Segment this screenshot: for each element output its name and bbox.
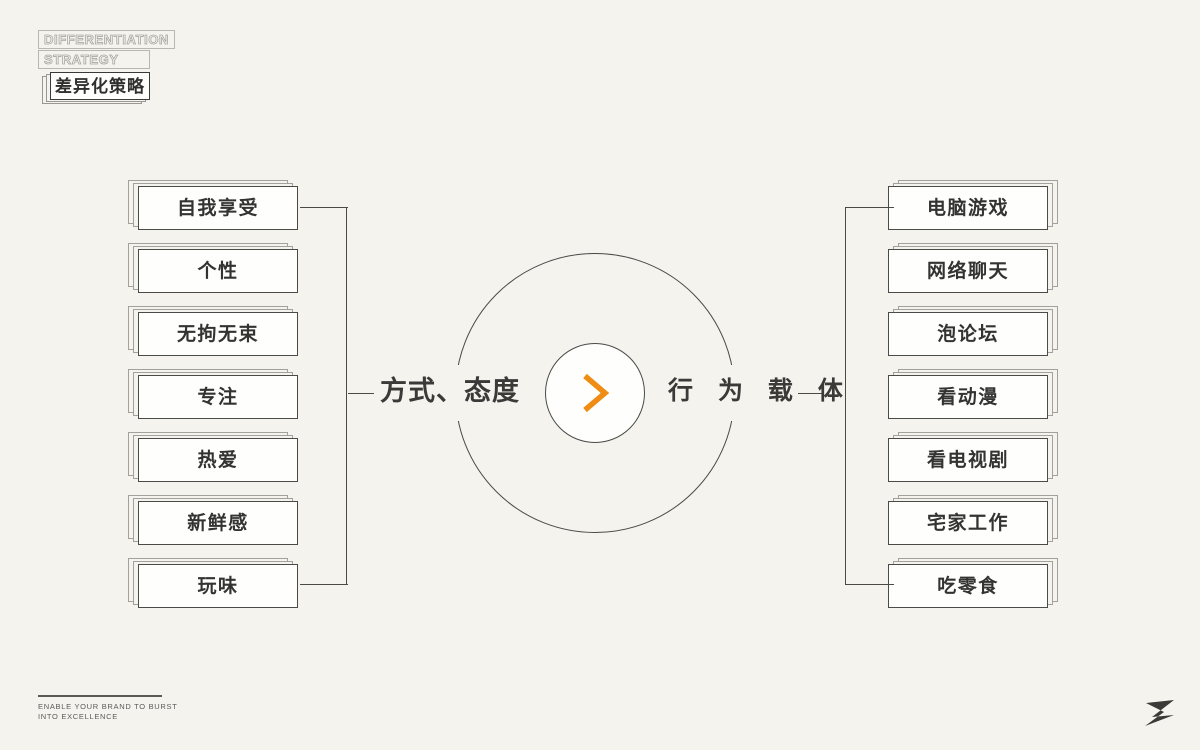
list-item[interactable]: 热爱 [128, 432, 298, 482]
card-label: 宅家工作 [926, 512, 1009, 534]
card-face: 看电视剧 [888, 438, 1048, 482]
card-face: 自我享受 [138, 186, 298, 230]
card-label: 看动漫 [937, 386, 999, 408]
list-item[interactable]: 电脑游戏 [888, 180, 1058, 230]
card-face: 看动漫 [888, 375, 1048, 419]
card-face: 个性 [138, 249, 298, 293]
logo-chinese-text: 差异化策略 [55, 76, 145, 96]
card-face: 网络聊天 [888, 249, 1048, 293]
card-face: 吃零食 [888, 564, 1048, 608]
card-face: 专注 [138, 375, 298, 419]
card-label: 网络聊天 [926, 260, 1009, 282]
z-logo-mark [1145, 700, 1174, 726]
logo-line1-box: DIFFERENTIATION [38, 30, 176, 49]
card-label: 泡论坛 [937, 323, 999, 345]
logo-line2-text: STRATEGY [44, 52, 119, 67]
logo-line2-box: STRATEGY [38, 50, 150, 69]
footer: ENABLE YOUR BRAND TO BURST INTO EXCELLEN… [38, 695, 238, 723]
footer-divider [38, 695, 162, 697]
card-label: 专注 [197, 386, 239, 408]
list-item[interactable]: 自我享受 [128, 180, 298, 230]
card-label: 无拘无束 [176, 323, 259, 345]
card-label: 个性 [197, 260, 239, 282]
card-label: 看电视剧 [926, 449, 1009, 471]
bracket-spine [845, 207, 847, 585]
chevron-right-icon [583, 373, 610, 413]
list-item[interactable]: 新鲜感 [128, 495, 298, 545]
list-item[interactable]: 泡论坛 [888, 306, 1058, 356]
card-label: 玩味 [197, 575, 239, 597]
bracket-top-stub [846, 207, 894, 209]
list-item[interactable]: 专注 [128, 369, 298, 419]
center-connector-left [348, 393, 374, 395]
list-item[interactable]: 看电视剧 [888, 432, 1058, 482]
card-face: 泡论坛 [888, 312, 1048, 356]
list-item[interactable]: 看动漫 [888, 369, 1058, 419]
card-label: 新鲜感 [187, 512, 249, 534]
card-label: 电脑游戏 [926, 197, 1009, 219]
right-group-heading: 行 为 载 体 [668, 377, 852, 405]
logo-chinese-stack: 差异化策略 [42, 72, 150, 104]
center-circle[interactable] [545, 343, 645, 443]
footer-tagline-line1: ENABLE YOUR BRAND TO BURST [38, 701, 178, 711]
card-label: 吃零食 [937, 575, 999, 597]
list-item[interactable]: 无拘无束 [128, 306, 298, 356]
list-item[interactable]: 吃零食 [888, 558, 1058, 608]
left-group-heading: 方式、态度 [380, 376, 520, 406]
footer-tagline-line2: INTO EXCELLENCE [38, 712, 118, 722]
card-face: 热爱 [138, 438, 298, 482]
list-item[interactable]: 玩味 [128, 558, 298, 608]
bracket-spine [346, 207, 348, 585]
card-label: 自我享受 [176, 197, 259, 219]
bracket-bottom-stub [846, 584, 894, 586]
card-face: 宅家工作 [888, 501, 1048, 545]
list-item[interactable]: 宅家工作 [888, 495, 1058, 545]
card-face: 无拘无束 [138, 312, 298, 356]
bracket-top-stub [300, 207, 348, 209]
card-label: 热爱 [197, 449, 239, 471]
logo-chinese-box: 差异化策略 [50, 72, 150, 100]
logo-line1-text: DIFFERENTIATION [44, 32, 170, 47]
brand-logo: DIFFERENTIATION STRATEGY 差异化策略 [30, 26, 230, 106]
center-connector-right [798, 393, 824, 395]
list-item[interactable]: 个性 [128, 243, 298, 293]
card-face: 电脑游戏 [888, 186, 1048, 230]
card-face: 玩味 [138, 564, 298, 608]
list-item[interactable]: 网络聊天 [888, 243, 1058, 293]
card-face: 新鲜感 [138, 501, 298, 545]
bracket-bottom-stub [300, 584, 348, 586]
